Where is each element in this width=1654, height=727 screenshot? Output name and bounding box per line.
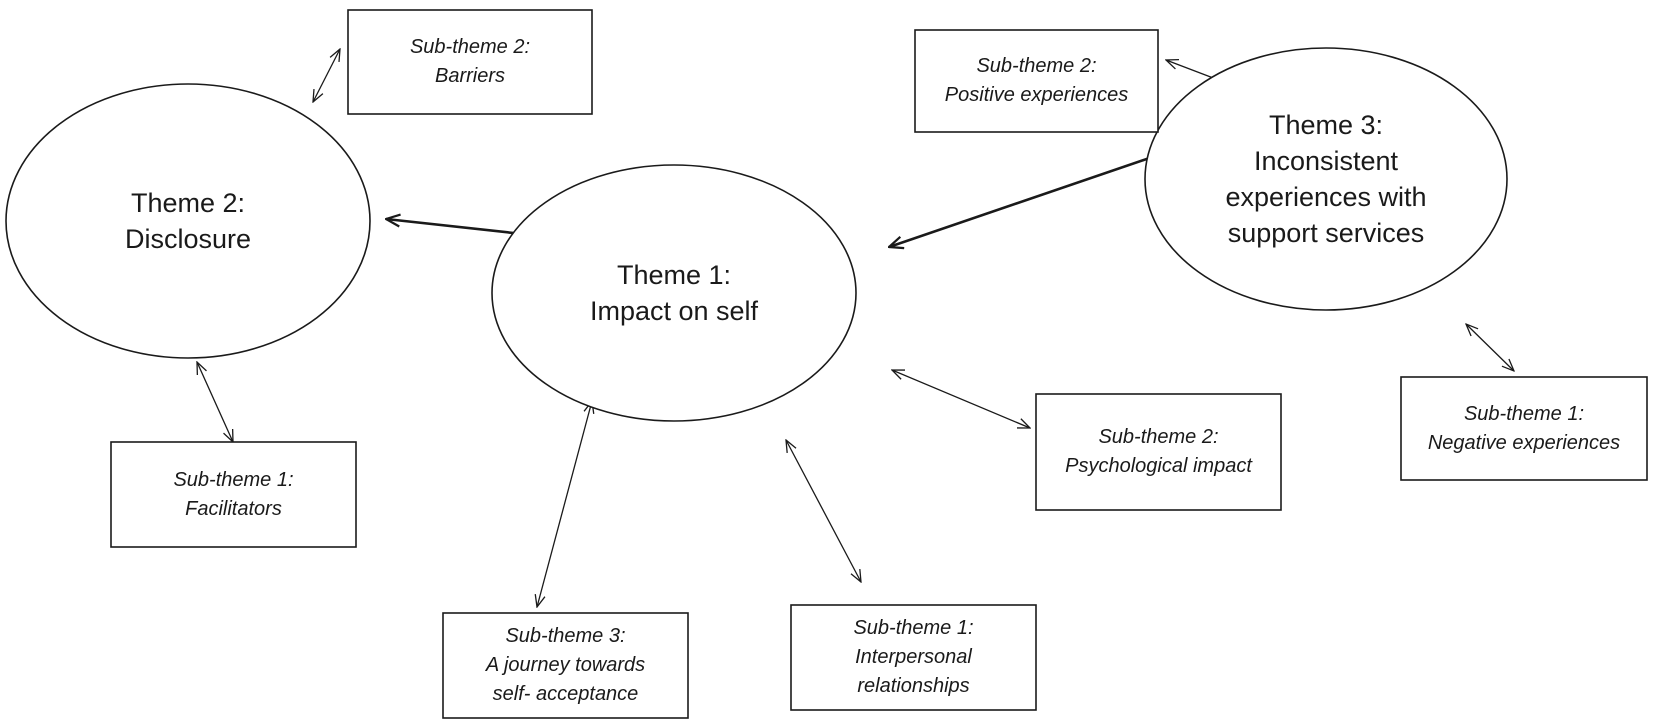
subtheme-label-t3-positive-line: Sub-theme 2: (976, 55, 1097, 77)
connector-theme1-t1-journey (537, 401, 592, 607)
theme1-label-line: Theme 1: (616, 260, 732, 290)
subtheme-label-t2-facilitators: Sub-theme 1: Facilitators (111, 442, 356, 547)
subtheme-label-t1-journey: Sub-theme 3: A journey towards self- accep… (443, 613, 688, 718)
theme2-label-line: Disclosure (124, 224, 252, 254)
subtheme-box-t1-psychological (1035, 393, 1282, 511)
subtheme-label-t1-journey-line: self- acceptance (492, 683, 639, 705)
theme1-label: Theme 1: Impact on self (492, 165, 856, 421)
subtheme-label-t3-positive-line: Positive experiences (944, 84, 1129, 106)
theme2-label-line: Theme 2: (130, 188, 246, 218)
theme3-label: Theme 3: Inconsistent experiences with supp… (1145, 48, 1507, 310)
subtheme-label-t1-psychological-line: Psychological impact (1065, 455, 1252, 477)
subtheme-box-t2-facilitators (110, 441, 357, 548)
subtheme-box-t1-interpersonal (790, 604, 1037, 711)
subtheme-label-t1-interpersonal: Sub-theme 1: Interpersonal relationships (791, 605, 1036, 710)
subtheme-label-t1-journey-line: A journey towards (485, 654, 646, 676)
subtheme-label-t2-facilitators-line: Sub-theme 1: (173, 468, 294, 491)
connector-theme3-t3-negative (1466, 324, 1514, 371)
subtheme-label-t3-negative-line: Sub-theme 1: (1463, 402, 1585, 425)
theme1-ellipse (491, 164, 857, 422)
subtheme-label-t2-facilitators-line: Facilitators (185, 497, 282, 520)
theme3-label-line: support services (1227, 218, 1425, 248)
subtheme-label-t1-journey-line: Sub-theme 3: (505, 625, 626, 647)
connector-theme2-t2-barriers (313, 49, 340, 102)
subtheme-box-t3-positive (914, 29, 1159, 133)
subtheme-box-t1-journey (442, 612, 689, 719)
subtheme-label-t2-barriers-line: Sub-theme 2: (409, 36, 531, 58)
subtheme-label-t1-psychological-line: Sub-theme 2: (1098, 426, 1219, 448)
subtheme-label-t3-positive: Sub-theme 2: Positive experiences (915, 30, 1158, 132)
subtheme-label-t1-psychological: Sub-theme 2: Psychological impact (1036, 394, 1281, 510)
theme3-label-line: Theme 3: (1268, 110, 1384, 140)
theme2-label: Theme 2: Disclosure (6, 84, 370, 358)
theme1-label-line: Impact on self (589, 296, 759, 326)
subtheme-box-t2-barriers (347, 9, 593, 115)
connector-theme1-t1-interpersonal (786, 440, 861, 582)
theme3-label-line: Inconsistent (1253, 146, 1399, 176)
theme2-ellipse (5, 83, 371, 359)
theme3-label-line: experiences with (1225, 182, 1427, 212)
connector-theme2-t2-facilitators (197, 362, 233, 442)
subtheme-label-t3-negative: Sub-theme 1: Negative experiences (1401, 377, 1647, 480)
subtheme-label-t1-interpersonal-line: Sub-theme 1: (853, 617, 974, 639)
subtheme-label-t2-barriers-line: Barriers (434, 65, 505, 87)
subtheme-label-t3-negative-line: Negative experiences (1427, 431, 1621, 454)
subtheme-label-t2-barriers: Sub-theme 2: Barriers (348, 10, 592, 114)
subtheme-label-t1-interpersonal-line: Interpersonal (855, 646, 972, 668)
connector-theme1-t1-psychological (892, 370, 1030, 428)
theme3-ellipse (1144, 47, 1508, 311)
subtheme-box-t3-negative (1400, 376, 1648, 481)
subtheme-label-t1-interpersonal-line: relationships (857, 675, 970, 697)
